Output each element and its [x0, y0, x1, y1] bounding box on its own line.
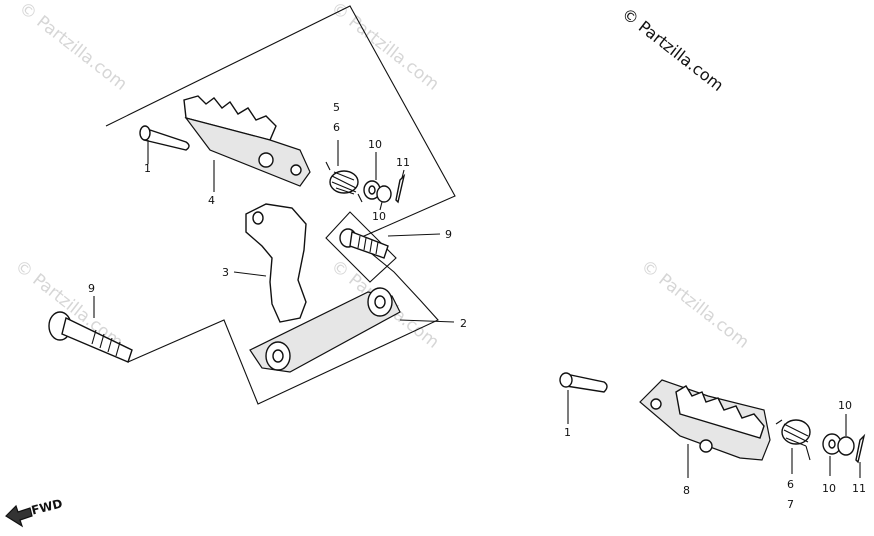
pin-top [139, 125, 190, 151]
lower-bracket [249, 287, 401, 373]
footpeg-top [183, 95, 311, 187]
callout-1-top: 1 [144, 162, 151, 175]
callout-6-bottom: 6 [787, 478, 794, 491]
bracket [245, 203, 307, 323]
watermark-1: © Partzilla.com [15, 0, 131, 95]
callout-10-d: 10 [838, 399, 852, 412]
callout-10-c: 10 [822, 482, 836, 495]
callout-2: 2 [460, 317, 467, 330]
callout-8: 8 [683, 484, 690, 497]
fwd-arrow-icon [5, 504, 33, 528]
callouts: 1 4 5 6 10 10 11 9 3 9 2 1 8 6 7 10 10 1… [88, 101, 866, 511]
cotter-pin-top [395, 173, 406, 204]
callout-7: 7 [787, 498, 794, 511]
bolt-right [339, 228, 389, 259]
callout-9-left: 9 [88, 282, 95, 295]
callout-1-bottom: 1 [564, 426, 571, 439]
washers-bottom [822, 433, 855, 456]
callout-10-b: 10 [372, 210, 386, 223]
spring-top [325, 161, 363, 203]
watermark-5: © Partzilla.com [637, 256, 753, 353]
bolt-left [48, 311, 133, 363]
cotter-pin-bottom [855, 433, 866, 464]
watermark-2: © Partzilla.com [327, 0, 443, 95]
spring-bottom [775, 419, 811, 461]
callout-10-a: 10 [368, 138, 382, 151]
callout-6-top: 6 [333, 121, 340, 134]
leader-11-top [401, 169, 405, 179]
leader-2 [399, 319, 455, 323]
washers-top [363, 180, 392, 203]
assembly-outline [105, 5, 456, 405]
leader-10-b [379, 201, 383, 211]
callout-11-bottom: 11 [852, 482, 866, 495]
pin-bottom [559, 372, 608, 393]
leader-3 [233, 271, 267, 277]
footpeg-bottom [639, 379, 771, 461]
leader-9-right [387, 233, 441, 237]
bolt-box [325, 211, 397, 283]
callout-9-right: 9 [445, 228, 452, 241]
callout-5: 5 [333, 101, 340, 114]
callout-4: 4 [208, 194, 215, 207]
callout-11-top: 11 [396, 156, 410, 169]
callout-3: 3 [222, 266, 229, 279]
